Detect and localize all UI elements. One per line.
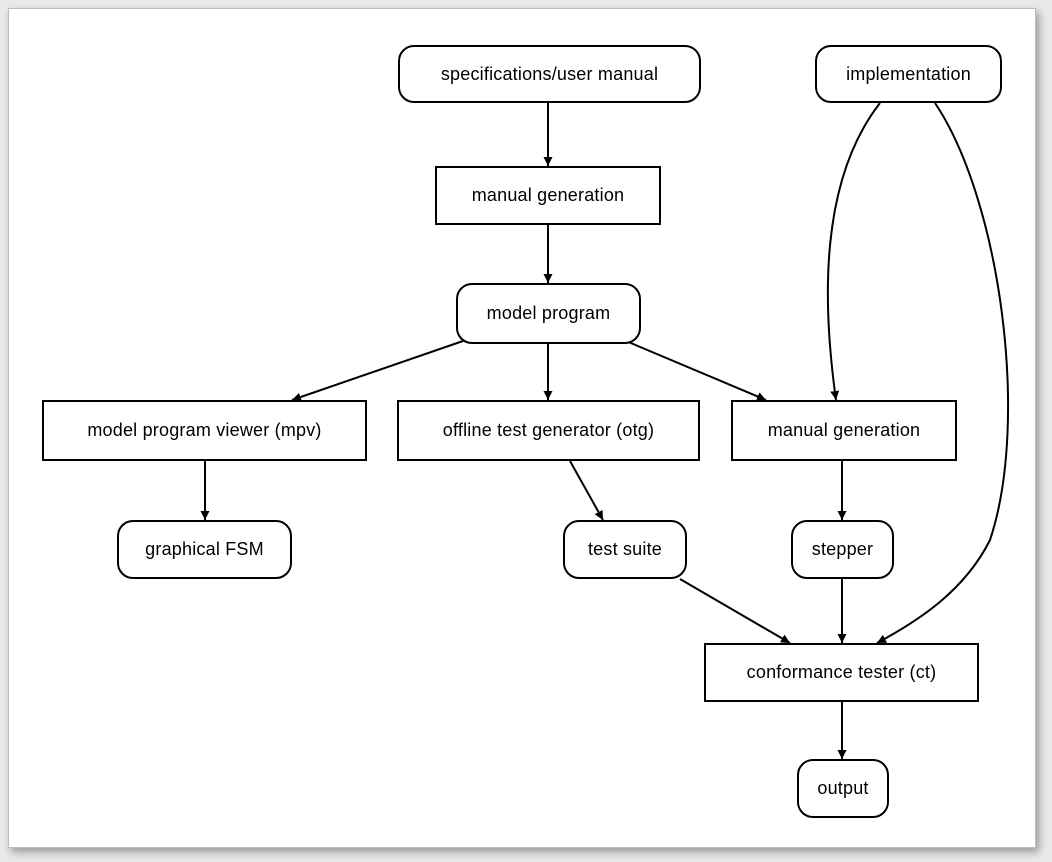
node-manual-generation-right: manual generation [731,400,957,461]
node-implementation: implementation [815,45,1002,103]
node-model-program: model program [456,283,641,344]
node-offline-test-generator: offline test generator (otg) [397,400,700,461]
edge-test-suite-to-conformance-tester [679,578,791,644]
edge-implementation-to-manual-generation [826,102,881,401]
node-graphical-fsm: graphical FSM [117,520,292,579]
edge-model-program-to-manual-generation [625,340,767,401]
node-conformance-tester: conformance tester (ct) [704,643,979,702]
edge-model-program-to-mpv [291,340,464,402]
node-specifications-user-manual: specifications/user manual [398,45,701,103]
node-stepper: stepper [791,520,894,579]
edge-otg-to-test-suite [569,460,604,521]
node-manual-generation-top: manual generation [435,166,661,225]
node-output: output [797,759,889,818]
node-model-program-viewer: model program viewer (mpv) [42,400,367,461]
edge-implementation-to-conformance-tester [876,102,1010,644]
node-test-suite: test suite [563,520,687,579]
